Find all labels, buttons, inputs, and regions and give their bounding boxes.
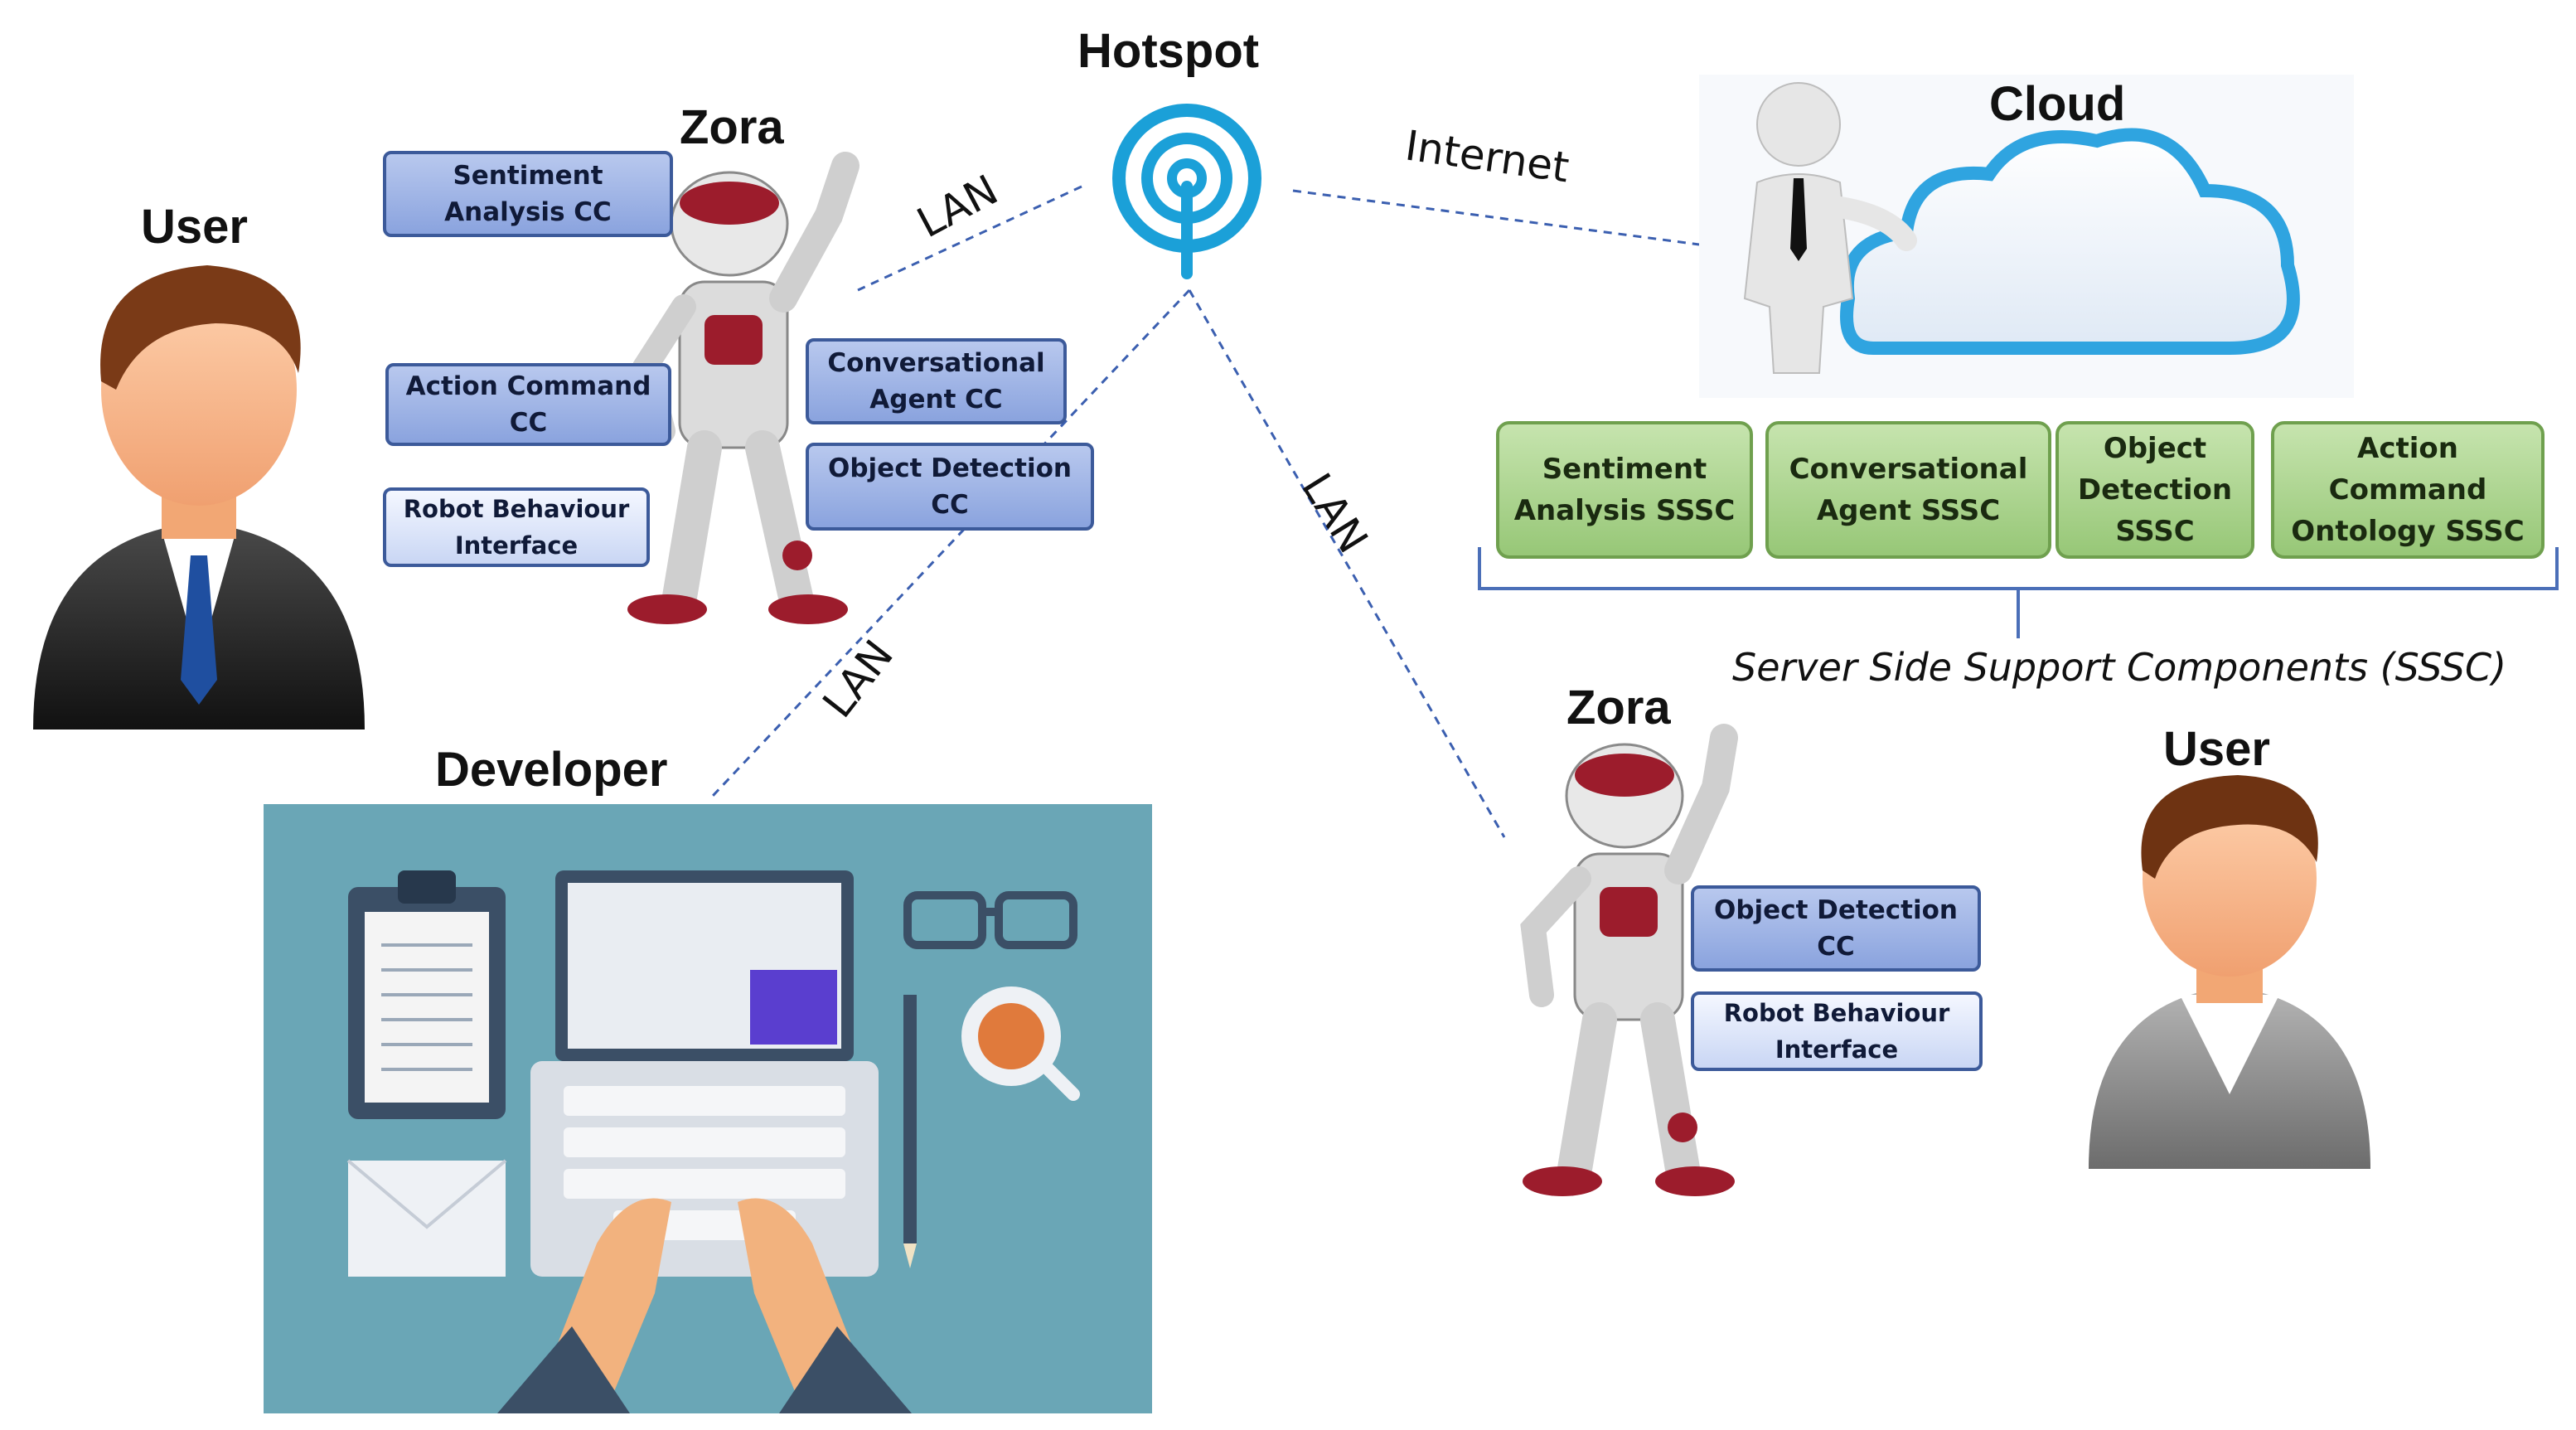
sssc-conversational-agent: Conversational Agent SSSC [1765, 421, 2051, 559]
sssc-caption: Server Side Support Components (SSSC) [1732, 645, 2507, 690]
zora-top-action-command-cc: Action Command CC [385, 363, 671, 446]
link-hotspot-developer [711, 288, 1191, 797]
developer-title: Developer [435, 743, 668, 797]
link-hotspot-zora-top [857, 185, 1082, 292]
zora-top-title: Zora [680, 100, 784, 154]
link-hotspot-zora-bottom [1188, 289, 1506, 838]
zora-top-object-detection-cc: Object Detection CC [806, 443, 1094, 531]
zora-top-robot-behaviour-interface: Robot Behaviour Interface [383, 487, 650, 567]
zora-bottom-title: Zora [1566, 681, 1671, 734]
sssc-bracket [1478, 547, 2559, 638]
sssc-action-command-ontology: Action Command Ontology SSSC [2271, 421, 2545, 559]
cloud-title: Cloud [1989, 77, 2126, 131]
user-left-title: User [141, 200, 248, 254]
sssc-object-detection: Object Detection SSSC [2055, 421, 2254, 559]
user-right-icon [2089, 775, 2370, 1169]
user-left-icon [33, 265, 365, 730]
zora-bottom-robot-behaviour-interface: Robot Behaviour Interface [1691, 991, 1983, 1071]
zora-top-sentiment-cc: Sentiment Analysis CC [383, 151, 673, 237]
hotspot-title: Hotspot [1077, 24, 1260, 78]
user-right-title: User [2163, 722, 2270, 776]
link-hotspot-cloud [1292, 189, 1700, 246]
hotspot-icon [1112, 104, 1261, 279]
zora-top-conversational-agent-cc: Conversational Agent CC [806, 338, 1067, 424]
zora-bottom-object-detection-cc: Object Detection CC [1691, 885, 1981, 972]
network-links [711, 185, 1700, 838]
zora-top-robot-icon [627, 152, 859, 624]
developer-illustration [264, 804, 1152, 1413]
sssc-sentiment-analysis: Sentiment Analysis SSSC [1496, 421, 1753, 559]
zora-bottom-robot-icon [1520, 724, 1738, 1196]
cloud-icon [1699, 75, 2354, 398]
